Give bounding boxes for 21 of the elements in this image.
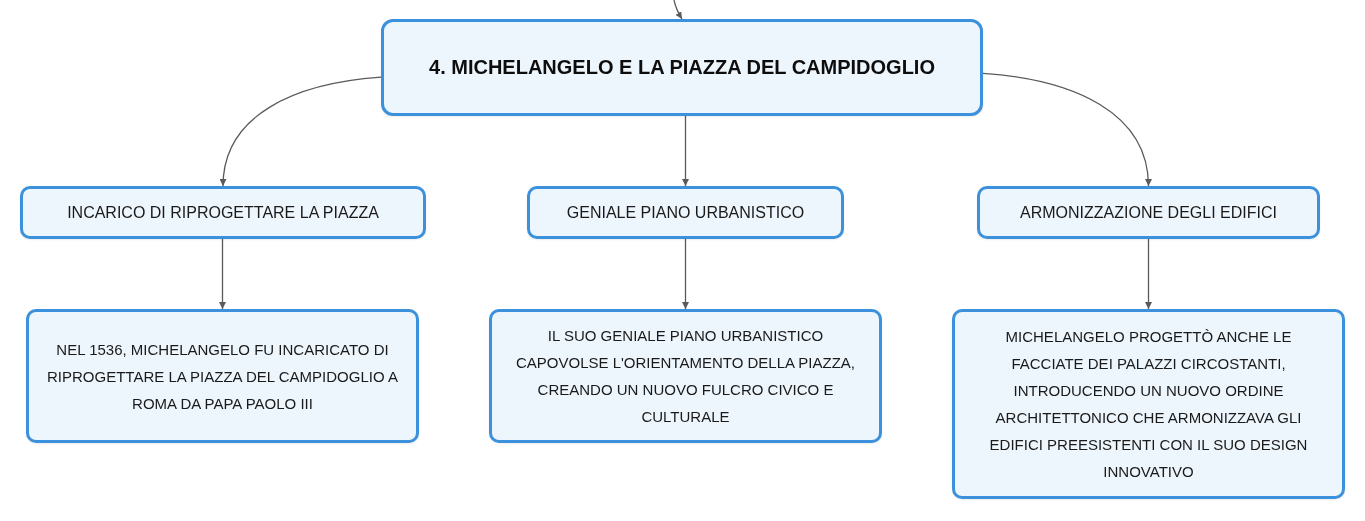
description-text: NEL 1536, MICHELANGELO FU INCARICATO DI RIPROGETTARE LA PIAZZA DEL CAMPIDOGLIO A ROMA DA PAPA PAOLO III [46, 339, 399, 414]
description-box [489, 309, 882, 443]
description-box [26, 309, 419, 443]
topic-text: GENIALE PIANO URBANISTICO [566, 202, 805, 223]
central-topic-text: 4. MICHELANGELO E LA PIAZZA DEL CAMPIDOGLIO [429, 55, 935, 80]
topic-box [527, 186, 844, 239]
topic-text: ARMONIZZAZIONE DEGLI EDIFICI [1020, 202, 1277, 223]
description-box [952, 309, 1345, 499]
topic-box [977, 186, 1320, 239]
connector-arrow [682, 115, 689, 187]
connector-arrow [673, 0, 683, 20]
central-topic-box [381, 19, 983, 116]
topic-text: INCARICO DI RIPROGETTARE LA PIAZZA [67, 202, 379, 223]
connector-arrow [682, 238, 689, 310]
connector-arrow [219, 238, 226, 310]
connector-arrow [220, 76, 382, 187]
description-text: MICHELANGELO PROGETTÒ ANCHE LE FACCIATE DEI PALAZZI CIRCOSTANTI, INTRODUCENDO UN NUOVO ORDINE ARCHITETTONICO CHE ARMONIZZAVA GLI EDIFICI PREESISTENTI CON IL SUO DESIGN INNOVATIVO [988, 327, 1309, 482]
topic-box [20, 186, 426, 239]
connector-arrow [1145, 238, 1152, 310]
description-text: IL SUO GENIALE PIANO URBANISTICO CAPOVOLSE L'ORIENTAMENTO DELLA PIAZZA, CREANDO UN NUOVO FULCRO CIVICO E CULTURALE [514, 326, 857, 427]
connector-arrow [982, 72, 1152, 187]
